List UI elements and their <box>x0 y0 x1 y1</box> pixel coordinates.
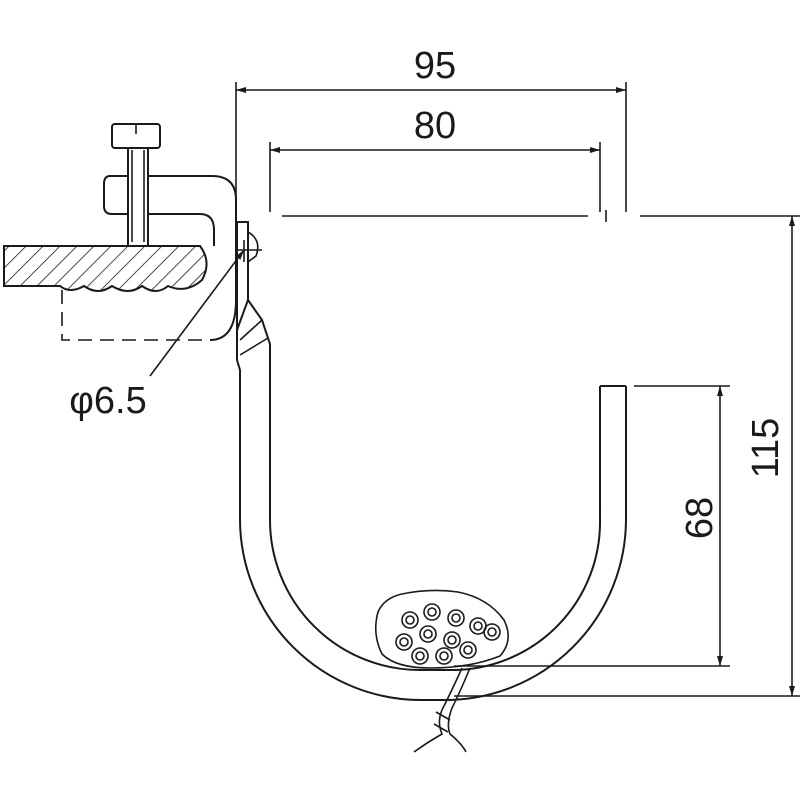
dimension-label-115: 115 <box>745 418 787 479</box>
beam-flange-section <box>3 245 210 341</box>
dimension-115: 115 <box>745 216 795 696</box>
j-hook-body <box>236 221 627 701</box>
hole-callout: φ6.5 <box>69 240 262 422</box>
extension-lines <box>235 82 800 697</box>
dimension-label-68: 68 <box>679 497 721 539</box>
tie-wire <box>413 667 471 753</box>
clamp-screw-shank <box>127 145 149 247</box>
dimension-label-80: 80 <box>414 105 456 147</box>
cable-bundle <box>374 589 509 669</box>
dimension-95: 95 <box>236 45 626 93</box>
dimension-label-hole: φ6.5 <box>69 380 146 422</box>
dimension-label-95: 95 <box>414 45 456 87</box>
dimension-68: 68 <box>679 386 723 666</box>
dimension-80: 80 <box>270 105 600 153</box>
beam-clamp <box>103 123 237 341</box>
